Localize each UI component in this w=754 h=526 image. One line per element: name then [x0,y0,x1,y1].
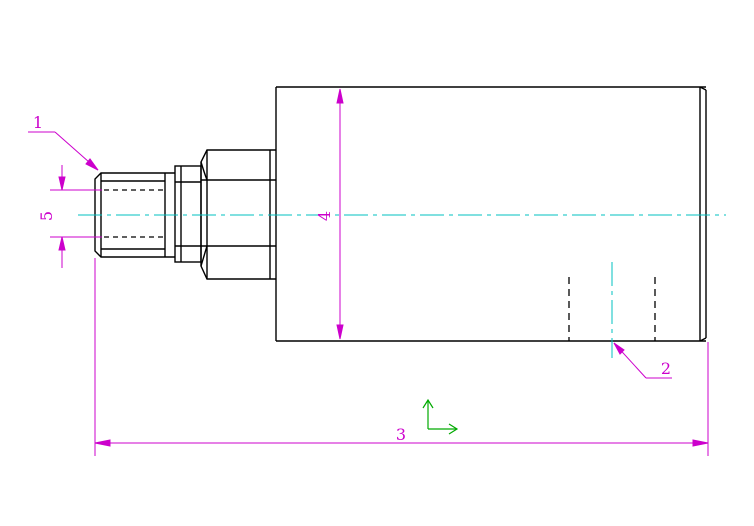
main-body-chamfer-top [699,86,707,91]
callout-1: 1 [28,113,99,171]
dim-5-arrow-bottom [58,236,66,251]
dim-4-arrow-bottom [336,324,344,340]
dim-3-arrow-left [94,439,111,447]
dim-3-arrow-right [692,439,709,447]
axis-indicator-icon [422,398,459,435]
collar-body [174,165,202,263]
callout-2-label: 2 [661,359,671,378]
main-body [275,86,707,342]
dimension-4: 4 [315,88,344,340]
callout-2-arrow [613,342,625,355]
thread-hidden-lines [104,189,165,238]
hidden-hole [568,277,656,341]
dimension-5: 5 [37,165,102,268]
centerlines [78,214,726,358]
dim-4-arrow-top [336,88,344,104]
callout-1-label: 1 [33,113,43,132]
hex-nut-upper-flat [201,179,276,247]
collar [174,165,202,263]
hex-nut-upper-arc [200,161,208,267]
dim-5-arrow-top [58,176,66,191]
dimension-3: 3 [94,258,709,456]
dim-5-label: 5 [37,211,56,221]
axis-y-arrowhead [422,398,434,409]
dim-4-label: 4 [315,211,334,221]
axis-x-arrowhead [448,423,459,435]
callout-1-arrow [85,158,99,171]
callout-2: 2 [613,342,672,379]
main-body-chamfer-bottom [699,337,707,342]
dim-3-label: 3 [396,425,406,444]
